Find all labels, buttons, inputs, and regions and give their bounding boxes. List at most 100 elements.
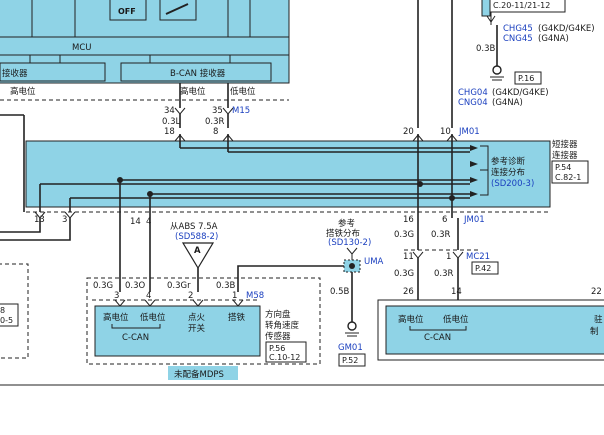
label-ground_dist-uma: UMA: [364, 257, 384, 267]
label-sensor-name_lines-0: 方向盘: [265, 309, 291, 320]
receiver-right-label: B-CAN 接收器: [170, 68, 226, 79]
label-pins-p14b: 14: [451, 287, 462, 297]
label-connector_block-refs-1: C.82-1: [555, 173, 581, 182]
label-pins-s1: 1: [232, 291, 237, 301]
label-ground_bottom-code: GM01: [338, 343, 363, 353]
svg-text:连接器: 连接器: [552, 150, 578, 161]
label-sensor-name_lines-2: 传感器: [265, 331, 291, 342]
label-wires-w03l: 0.3L: [162, 117, 181, 127]
label-sensor-high: 高电位: [103, 312, 129, 323]
wire-top-spec: 0.3B: [476, 44, 496, 54]
label-sensor-can: C-CAN: [122, 333, 149, 343]
label-ground_dist-line1: 参考: [338, 218, 355, 229]
label-sensor-refs-1: C.10-12: [269, 353, 300, 362]
chg04-note: (G4KD/G4KE): [492, 88, 549, 98]
label-pins-p11: 11: [403, 252, 414, 262]
label-pins-jm01_bottom: JM01: [463, 215, 485, 225]
chg04-code: CHG04: [458, 88, 488, 98]
ground-ref-top: P.16: [518, 74, 534, 83]
label-connector_block-label_lines-0: 短接器: [552, 139, 578, 150]
label-wires-w03g_b: 0.3G: [394, 269, 414, 279]
label-pins-p20: 20: [403, 127, 414, 137]
label-pins-s4: 4: [146, 291, 151, 301]
label-pins-s3: 3: [114, 291, 119, 301]
receiver-left-box: [0, 62, 106, 82]
top-ref: C.20-11/21-12: [493, 1, 550, 10]
module-low-right: 低电位: [230, 86, 256, 97]
sensor-box: [94, 305, 261, 357]
ground-icon-top: [492, 65, 502, 75]
label-right_module-cut1: 驻: [594, 314, 603, 325]
label-pins-p4: 4: [146, 217, 151, 227]
caption-bg: [168, 366, 238, 380]
label-wires-w03g_c: 0.3G: [93, 281, 113, 291]
label-wires-w05b: 0.5B: [330, 287, 350, 297]
label-right_module-high: 高电位: [398, 314, 424, 325]
short-connector-box: [25, 140, 551, 208]
label-pins-p6: 6: [442, 215, 447, 225]
switch-icon-box-right: [159, 0, 197, 21]
label-pins-jm01_top: JM01: [458, 127, 480, 137]
label-abs_fuse-ref: (SD588-2): [175, 232, 218, 242]
label-abs_fuse-line1: 从ABS 7.5A: [170, 222, 218, 232]
label-pins-m15: M15: [232, 106, 250, 116]
label-mc21_ref: P.42: [475, 264, 491, 273]
label-pins-p14: 14: [130, 217, 141, 227]
top-right-arrow: [486, 15, 496, 23]
label-wires-w03r: 0.3R: [205, 117, 225, 127]
label-pins-p1: 1: [446, 252, 451, 262]
label-sensor-ign2: 开关: [188, 323, 206, 334]
off-switch-icon: OFF: [118, 7, 136, 16]
label-wires-w03b: 0.3B: [216, 281, 236, 291]
label-pins-p18: 18: [164, 127, 175, 137]
ground-icon-bottom: [347, 321, 357, 331]
module-high-right: 高电位: [180, 86, 206, 97]
label-wires-w03g: 0.3G: [394, 230, 414, 240]
label-right_module-cut2: 制: [590, 326, 599, 337]
label-wires-w03gr: 0.3Gr: [167, 281, 191, 291]
sensor-dashed-outline: [86, 277, 321, 365]
label-connector_block-inner_lines-0: 参考诊断: [491, 156, 526, 167]
label-connector_block-refs-0: P.54: [555, 163, 571, 172]
mcu-label: MCU: [72, 43, 92, 53]
label-left_stub-a: 8: [0, 306, 5, 315]
cng04-note: (G4NA): [492, 98, 523, 108]
label-right_module-low: 低电位: [443, 314, 469, 325]
cng04-code: CNG04: [458, 98, 488, 108]
label-pins-p3: 3: [62, 215, 67, 225]
label-wires-w03r_b: 0.3R: [434, 269, 454, 279]
label-right_module-can: C-CAN: [424, 333, 451, 343]
chg45-note: (G4KD/G4KE): [538, 24, 595, 34]
label-pins-p10: 10: [440, 127, 451, 137]
label-pins-p22: 22: [591, 287, 602, 297]
label-pins-p35: 35: [212, 106, 223, 116]
label-connector_block-inner_ref: (SD200-3): [491, 179, 534, 189]
label-sensor-refs-0: P.56: [269, 344, 285, 353]
label-sensor-ign1: 点火: [188, 313, 206, 323]
receiver-left-label: 接收器: [2, 68, 28, 79]
label-sensor-gnd: 搭铁: [228, 312, 246, 323]
label-ground_dist-line2: 搭铁分布: [326, 228, 360, 239]
label-ground_bottom-ref: P.52: [342, 356, 358, 365]
label-wires-w03r: 0.3R: [431, 230, 451, 240]
abs-fuse-symbol: [181, 242, 215, 270]
sensor-caption: 未配备MDPS: [174, 369, 224, 380]
label-ground_dist-ref: (SD130-2): [328, 238, 371, 248]
label-pins-mc21: MC21: [466, 252, 490, 262]
label-pins-p34: 34: [164, 106, 175, 116]
cng45-code: CNG45: [503, 34, 533, 44]
switch-icon: [165, 3, 189, 15]
chg45-code: CHG45: [503, 24, 533, 34]
receiver-right-box: [120, 62, 272, 82]
label-sensor-low: 低电位: [140, 312, 166, 323]
label-pins-p16: 16: [403, 215, 414, 225]
label-sensor-name_lines-1: 转角速度: [265, 320, 300, 331]
switch-icon-box-left: [109, 0, 147, 21]
label-left_stub-b: 0-5: [0, 316, 13, 325]
label-pins-s2: 2: [188, 291, 193, 301]
label-pins-p8: 8: [213, 127, 218, 137]
label-abs_fuse-symbol: A: [194, 246, 201, 256]
label-connector_block-inner_lines-1: 连接分布: [491, 167, 525, 178]
